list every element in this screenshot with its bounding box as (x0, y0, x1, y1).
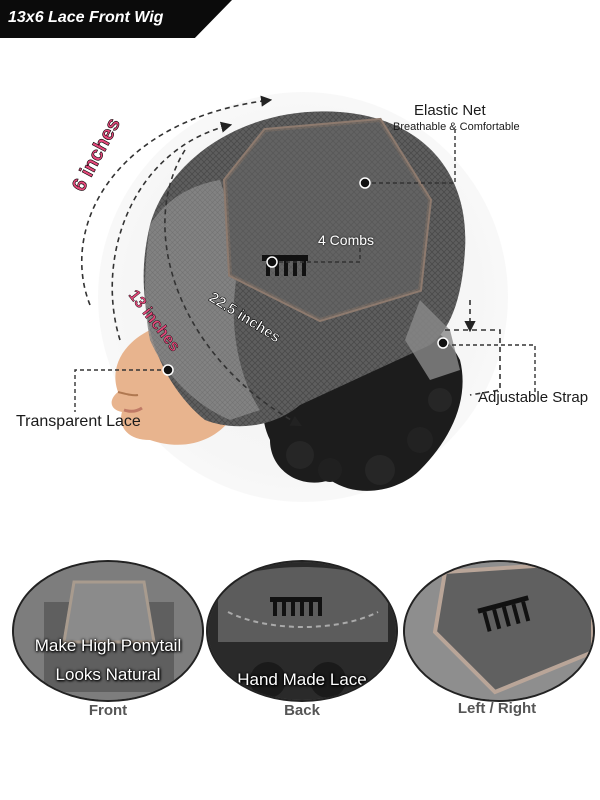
side-view-image (403, 560, 595, 702)
front-overlay-line2: Looks Natural (55, 665, 161, 684)
callout-dots (162, 177, 449, 376)
banner-title: 13x6 Lace Front Wig (8, 9, 164, 26)
measure-6-text: 6 inches (68, 114, 125, 195)
back-overlay-line1: Hand Made Lace (237, 670, 367, 689)
comb-icon (262, 255, 308, 276)
elastic-net-label: Elastic Net (414, 102, 486, 119)
side-caption: Left / Right (457, 700, 537, 717)
back-caption: Back (284, 702, 320, 719)
front-caption: Front (88, 702, 128, 719)
back-view-image: Hand Made Lace (206, 560, 398, 702)
elastic-net-sub-label: Breathable & Comfortable (393, 121, 520, 133)
wig-diagram: 6 inches 13 inches 22.5 inches (68, 95, 536, 491)
callout-lines (74, 130, 536, 412)
transparent-lace-label: Transparent Lace (16, 413, 141, 430)
measurement-arrows (81, 95, 501, 427)
wig-cap (143, 111, 466, 427)
adjustable-strap-label: Adjustable Strap (478, 389, 589, 406)
combs-label: 4 Combs (318, 232, 375, 248)
front-view-image: Make High Ponytail Looks Natural (12, 560, 204, 702)
title-banner: 13x6 Lace Front Wig (0, 0, 232, 38)
front-overlay-line1: Make High Ponytail (34, 636, 182, 655)
